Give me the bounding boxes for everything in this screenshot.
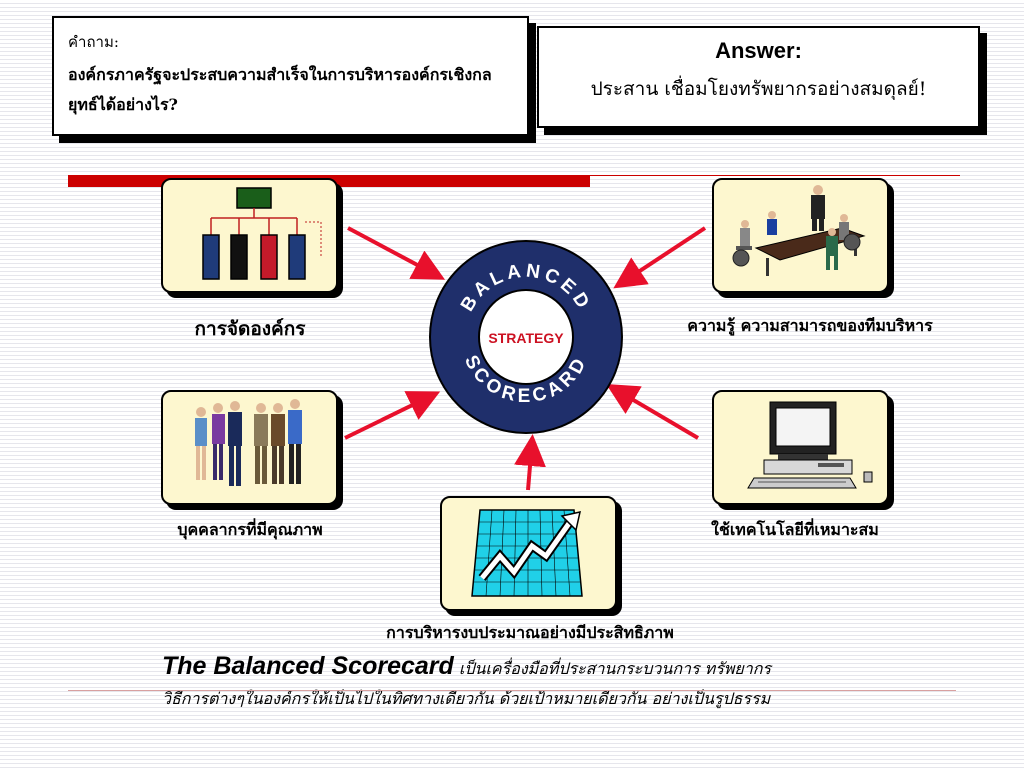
people-caption: บุคคลากรที่มีคุณภาพ <box>177 520 323 539</box>
growth-chart-icon <box>471 509 583 597</box>
answer-box: Answer: ประสาน เชื่อมโยงทรัพยากรอย่างสมด… <box>537 26 980 128</box>
org-caption: การจัดองค์กร <box>194 318 306 340</box>
question-label: คำถาม: <box>68 33 119 51</box>
org-card <box>161 178 338 293</box>
people-card <box>161 390 338 505</box>
badge-center <box>478 289 574 385</box>
tech-card <box>712 390 889 505</box>
person-5 <box>271 403 285 484</box>
team-card <box>712 178 889 293</box>
budget-caption: การบริหารงบประมาณอย่างมีประสิทธิภาพ <box>386 623 674 642</box>
answer-title: Answer: <box>715 38 802 63</box>
arrow-tech <box>606 383 700 440</box>
computer-icon <box>747 401 873 489</box>
arrow-team <box>613 226 707 289</box>
question-text: องค์กรภาครัฐจะประสบความสำเร็จในการบริหาร… <box>68 65 492 114</box>
accent-line <box>590 175 960 176</box>
org-chart-icon <box>202 187 322 280</box>
tech-caption: ใช้เทคโนโลยีที่เหมาะสม <box>711 520 879 539</box>
person-4 <box>254 403 268 484</box>
person-6 <box>288 399 302 484</box>
answer-text: ประสาน เชื่อมโยงทรัพยากรอย่างสมดุลย์! <box>590 78 927 100</box>
team-caption: ความรู้ ความสามารถของทีมบริหาร <box>687 316 933 335</box>
footer-divider <box>68 690 956 691</box>
question-box: คำถาม: องค์กรภาครัฐจะประสบความสำเร็จในกา… <box>52 16 529 136</box>
person-3 <box>228 401 242 486</box>
people-group-icon <box>195 399 302 486</box>
meeting-icon <box>732 185 866 276</box>
footer-statement: The Balanced Scorecard เป็นเครื่องมือที่… <box>162 651 922 714</box>
person-1 <box>195 407 207 480</box>
footer-line-1: เป็นเครื่องมือที่ประสานกระบวนการ ทรัพยาก… <box>453 659 771 678</box>
arrow-budget <box>514 434 546 491</box>
arrow-people <box>344 391 441 440</box>
footer-emphasis: The Balanced Scorecard <box>162 652 454 680</box>
person-2 <box>212 403 225 480</box>
badge-strategy-text: STRATEGY <box>488 330 564 346</box>
arrow-org <box>347 226 446 280</box>
budget-card <box>440 496 617 611</box>
footer-line-2: วิธีการต่างๆในองค์กรให้เป็นไปในทิศทางเดี… <box>162 689 771 708</box>
